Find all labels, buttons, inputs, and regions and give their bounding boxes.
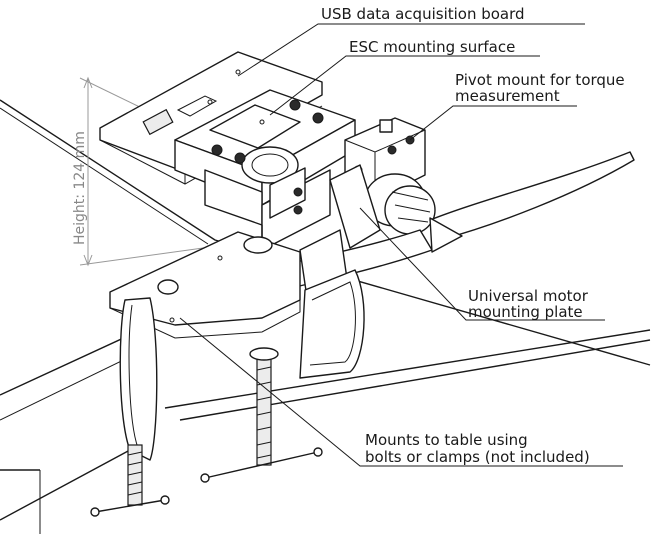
label-esc-surface: ESC mounting surface (349, 38, 515, 56)
side-block (204, 167, 331, 260)
label-table-mount-1: Mounts to table using (365, 431, 528, 449)
table (0, 99, 651, 534)
leader-lines (179, 23, 623, 467)
label-motor-plate-2: mounting plate (468, 303, 583, 321)
motor (356, 173, 436, 235)
height-dimension-label: Height: 124 mm (72, 131, 88, 245)
label-pivot-mount-1: Pivot mount for torque (455, 71, 625, 89)
label-motor-plate-1: Universal motor (468, 287, 589, 305)
clamp-right (200, 269, 365, 483)
clamp-left (90, 297, 170, 517)
label-usb-board: USB data acquisition board (321, 5, 525, 23)
usb-board (99, 51, 323, 185)
label-table-mount-2: bolts or clamps (not included) (365, 448, 590, 466)
label-pivot-mount-2: measurement (455, 87, 560, 105)
